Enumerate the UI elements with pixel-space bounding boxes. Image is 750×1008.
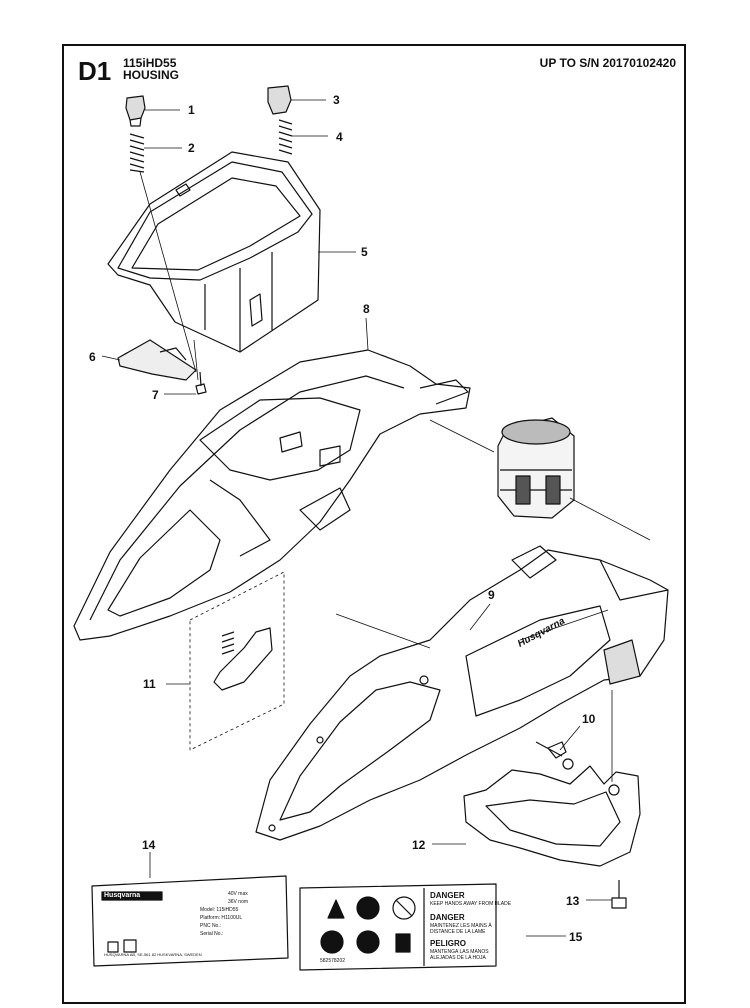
section-title: HOUSING [123, 68, 180, 82]
part-2-spring [129, 133, 145, 173]
callout-5: 5 [361, 245, 368, 259]
callout-13: 13 [566, 894, 580, 908]
callout-6: 6 [89, 350, 96, 364]
part-15-warning-label [299, 883, 497, 971]
serial-range: UP TO S/N 20170102420 [539, 56, 676, 70]
callout-12: 12 [412, 838, 426, 852]
callout-7: 7 [152, 388, 159, 402]
part-6-cover [117, 339, 197, 381]
drawing-frame [62, 44, 686, 1004]
warning-3-title: PELIGRO [430, 939, 467, 948]
warning-1-title: DANGER [430, 891, 465, 900]
part-10-screw [535, 741, 567, 759]
part-12-cover-plate [463, 758, 641, 867]
motor [497, 417, 575, 519]
callout-10: 10 [582, 712, 596, 726]
part-11-trigger [189, 571, 285, 751]
rating-label-row-1: 40V max [228, 891, 248, 897]
part-13-screw [611, 880, 627, 909]
warning-2-title: DANGER [430, 913, 465, 922]
callout-8: 8 [363, 302, 370, 316]
rating-label-brand: Husqvarna [104, 892, 141, 899]
part-7-screw [195, 371, 207, 395]
part-4-spring [278, 119, 293, 155]
warning-2-text: MAINTENEZ LES MAINS À DISTANCE DE LA LAM… [430, 923, 492, 935]
callout-11: 11 [143, 677, 156, 691]
leader-lines [101, 99, 651, 937]
callout-3: 3 [333, 93, 340, 107]
part-1-button [125, 95, 146, 127]
callout-1: 1 [188, 103, 195, 117]
rating-label-footer: HUSQVARNA AB, SE-561 82 HUSKVARNA, SWEDE… [104, 952, 202, 957]
part-8-upper-housing [73, 349, 471, 641]
warning-1-text: KEEP HANDS AWAY FROM BLADE [430, 901, 512, 907]
rating-label-row-6: Serial No.: [200, 931, 224, 937]
rating-label-row-3: Model: 115iHD55 [200, 907, 239, 913]
rating-label-row-4: Platform: H1100UL [200, 915, 243, 921]
callout-15: 15 [569, 930, 583, 944]
warning-3-text: MANTENGA LAS MANOS ALEJADAS DE LA HOJA [430, 949, 489, 961]
part-9-lower-housing [255, 545, 669, 841]
warning-label-part-number: 582578202 [320, 958, 346, 964]
rating-label-row-2: 36V nom [228, 899, 249, 905]
callout-4: 4 [336, 130, 343, 144]
callout-14: 14 [142, 838, 156, 852]
part-5-battery-holder [107, 151, 321, 353]
rating-label-row-5: PNC No.: [200, 923, 222, 929]
part-3-button [267, 85, 292, 115]
model-name: 115iHD55 [123, 56, 177, 70]
page-code: D1 [78, 56, 112, 86]
part-14-rating-label [91, 875, 289, 967]
callout-2: 2 [188, 141, 195, 155]
callout-9: 9 [488, 588, 495, 602]
